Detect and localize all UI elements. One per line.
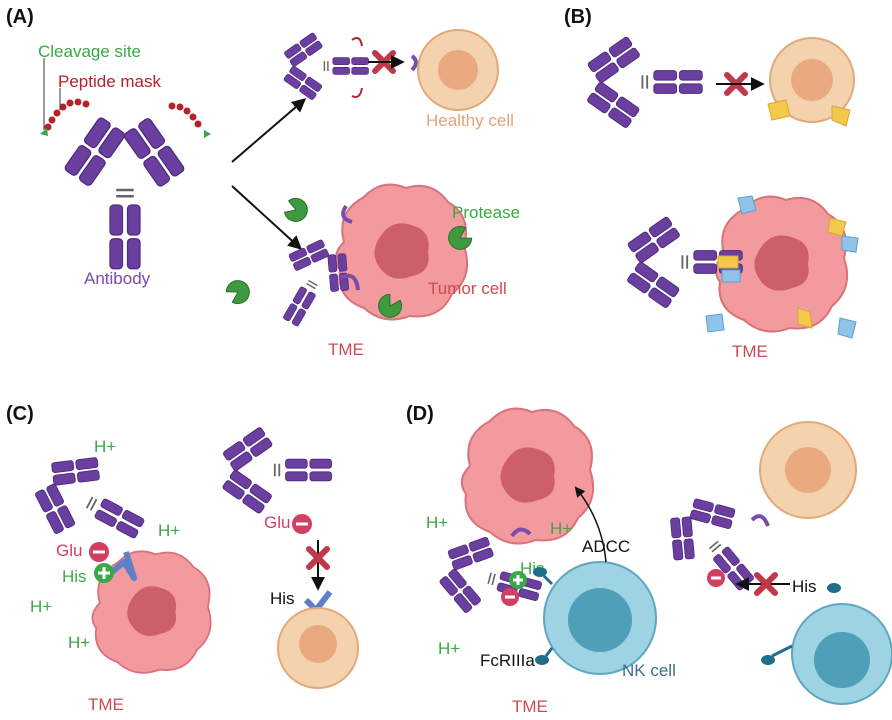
panel-label-c: (C) [6,403,34,425]
label-h-plus: H+ [68,633,90,652]
tumor-cell-d [460,407,595,545]
antigen-yellow [767,99,791,121]
protease-icon [223,275,255,308]
label-h-plus: H+ [550,519,572,538]
label-adcc: ADCC [582,537,630,556]
label-glu: Glu [56,541,82,560]
label-tme-c: TME [88,695,124,714]
label-tumor-cell: Tumor cell [428,279,507,298]
label-h-plus: H+ [438,639,460,658]
antigen-yellow [827,217,847,237]
nk-cell [543,561,657,675]
nk-cell-d [791,603,892,705]
panel-label-a: (A) [6,6,34,28]
arrow-to-healthy [231,98,307,163]
label-tme-d: TME [512,697,548,716]
healthy-cell-b [769,37,855,123]
label-h-plus: H+ [426,513,448,532]
healthy-cell-d [759,421,857,519]
panel-label-d: (D) [406,403,434,425]
his-receptor [110,551,137,581]
label-cleavage-site: Cleavage site [38,42,141,61]
label-antibody: Antibody [84,269,151,288]
antigen-blue [705,313,725,333]
arrow-to-tumor [231,185,303,250]
panel-d-antibody-bound [433,528,550,631]
label-h-plus: H+ [94,437,116,456]
fcr-receptor-icon [761,583,841,665]
masked-antibody-small [283,32,368,100]
label-peptide-mask: Peptide mask [58,72,161,91]
fcr-receptor-icon [533,567,554,665]
label-glu-right: Glu [264,513,290,532]
panel-a-masked-antibody [40,98,211,269]
label-his-right: His [270,589,295,608]
healthy-cell-c [277,607,359,689]
healthy-cell [417,29,499,111]
adcc-arrow [574,486,607,563]
panel-label-b: (B) [564,6,592,28]
antigen-yellow [831,105,851,127]
label-protease: Protease [452,203,520,222]
label-his-right-d: His [792,577,817,596]
cleavage-site-marker [40,128,48,136]
protease-icon [282,195,312,226]
antigen-yellow [797,307,813,329]
panel-b-antibody-top [587,36,703,128]
antigen-blue [841,235,859,253]
label-tme-a: TME [328,340,364,359]
peptide-mask [44,98,202,131]
panel-c-antibody-free [222,427,332,514]
label-h-plus: H+ [30,597,52,616]
label-healthy-cell: Healthy cell [426,111,514,130]
label-fcr: FcRIIIa [480,651,535,670]
label-h-plus: H+ [158,521,180,540]
label-his: His [62,567,87,586]
label-tme-b: TME [732,342,768,361]
tumor-cell [334,183,469,321]
antigen-blue [837,317,857,339]
antigen-blue [737,195,757,215]
label-nk-cell: NK cell [622,661,676,680]
